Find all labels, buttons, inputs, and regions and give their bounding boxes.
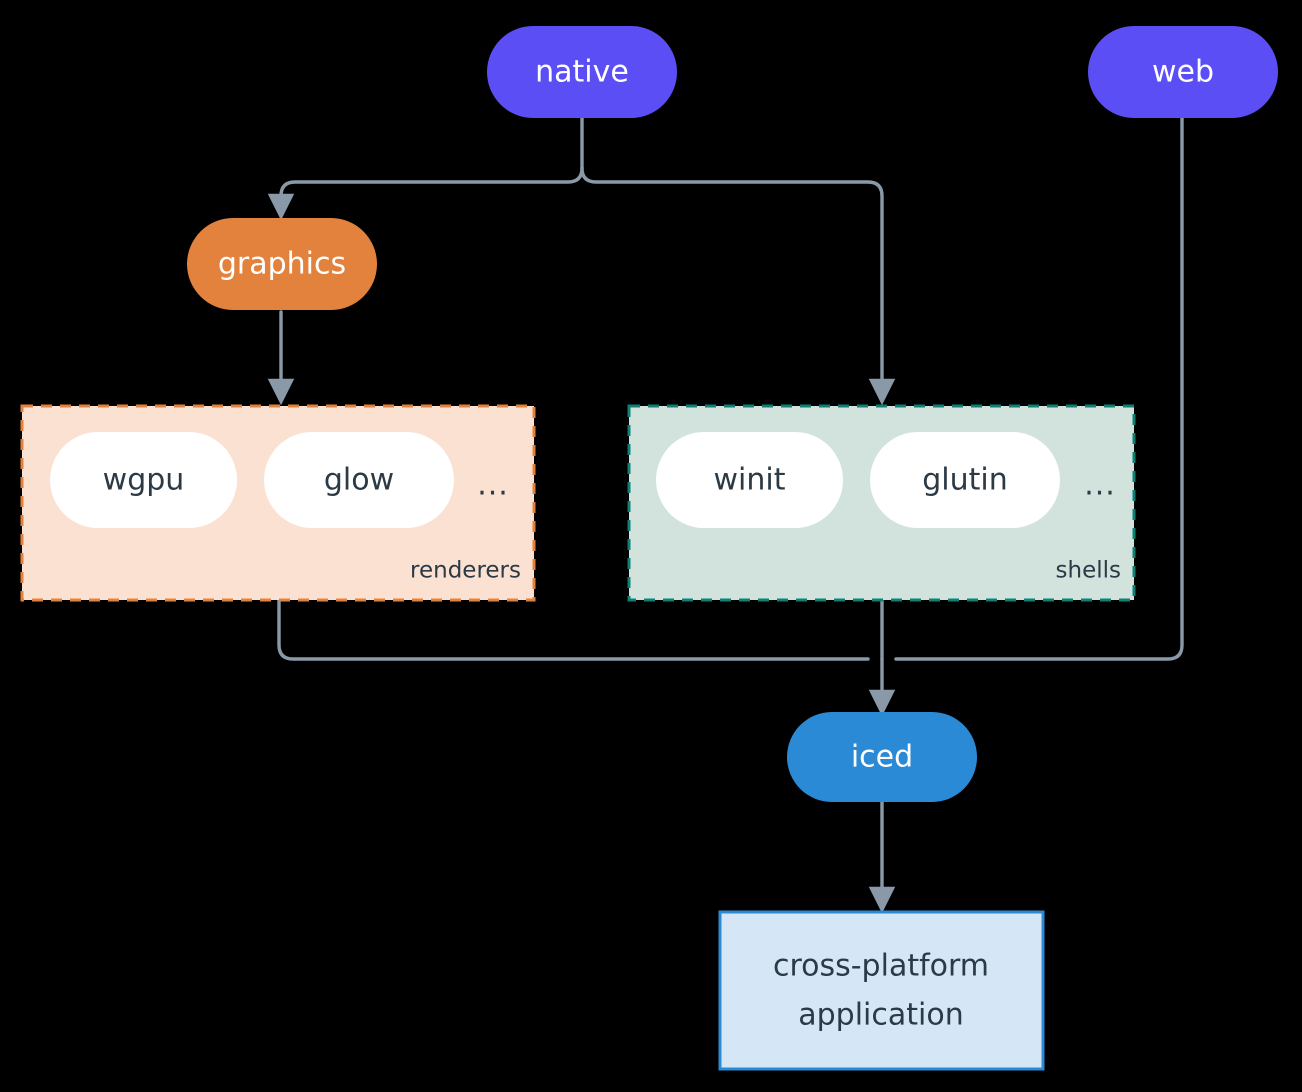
- group-shells-caption: shells: [1056, 558, 1121, 584]
- node-application-label-line2: application: [798, 998, 963, 1033]
- shells-overflow-ellipsis: ...: [1084, 468, 1116, 503]
- node-graphics-shape: [187, 218, 377, 310]
- pill-glutin-shape: [870, 432, 1060, 528]
- node-iced-shape: [787, 712, 977, 802]
- node-application-label-line1: cross-platform: [773, 949, 989, 984]
- node-web-shape: [1088, 26, 1278, 118]
- edge-web-iced: [894, 116, 1184, 661]
- pill-glow[interactable]: glow: [264, 432, 454, 528]
- node-graphics[interactable]: graphics: [187, 218, 377, 310]
- group-renderers: wgpu glow ... renderers: [20, 404, 536, 602]
- node-graphics-label: graphics: [218, 247, 346, 282]
- node-native-shape: [487, 26, 677, 118]
- pill-glow-label: glow: [324, 463, 394, 498]
- node-native-label: native: [535, 55, 629, 90]
- renderers-overflow-ellipsis: ...: [477, 468, 509, 503]
- node-iced[interactable]: iced: [787, 712, 977, 802]
- node-application[interactable]: cross-platform application: [718, 910, 1045, 1071]
- pill-glutin-label: glutin: [922, 463, 1008, 498]
- edge-layer: [267, 116, 1184, 914]
- pill-wgpu-label: wgpu: [103, 463, 185, 498]
- pill-wgpu-shape: [50, 432, 237, 528]
- pill-winit[interactable]: winit: [656, 432, 843, 528]
- pill-glutin[interactable]: glutin: [870, 432, 1060, 528]
- group-renderers-caption: renderers: [410, 558, 521, 584]
- node-native[interactable]: native: [487, 26, 677, 118]
- node-iced-label: iced: [851, 740, 913, 775]
- node-application-shape: [718, 910, 1045, 1071]
- edge-renderers-iced: [277, 599, 870, 661]
- pill-glow-shape: [264, 432, 454, 528]
- pill-wgpu[interactable]: wgpu: [50, 432, 237, 528]
- node-web[interactable]: web: [1088, 26, 1278, 118]
- node-web-label: web: [1152, 55, 1214, 90]
- pill-winit-label: winit: [714, 463, 786, 498]
- group-shells: winit glutin ... shells: [627, 404, 1136, 602]
- pill-winit-shape: [656, 432, 843, 528]
- edge-native-graphics: [267, 166, 584, 221]
- edge-native-shells: [580, 166, 896, 406]
